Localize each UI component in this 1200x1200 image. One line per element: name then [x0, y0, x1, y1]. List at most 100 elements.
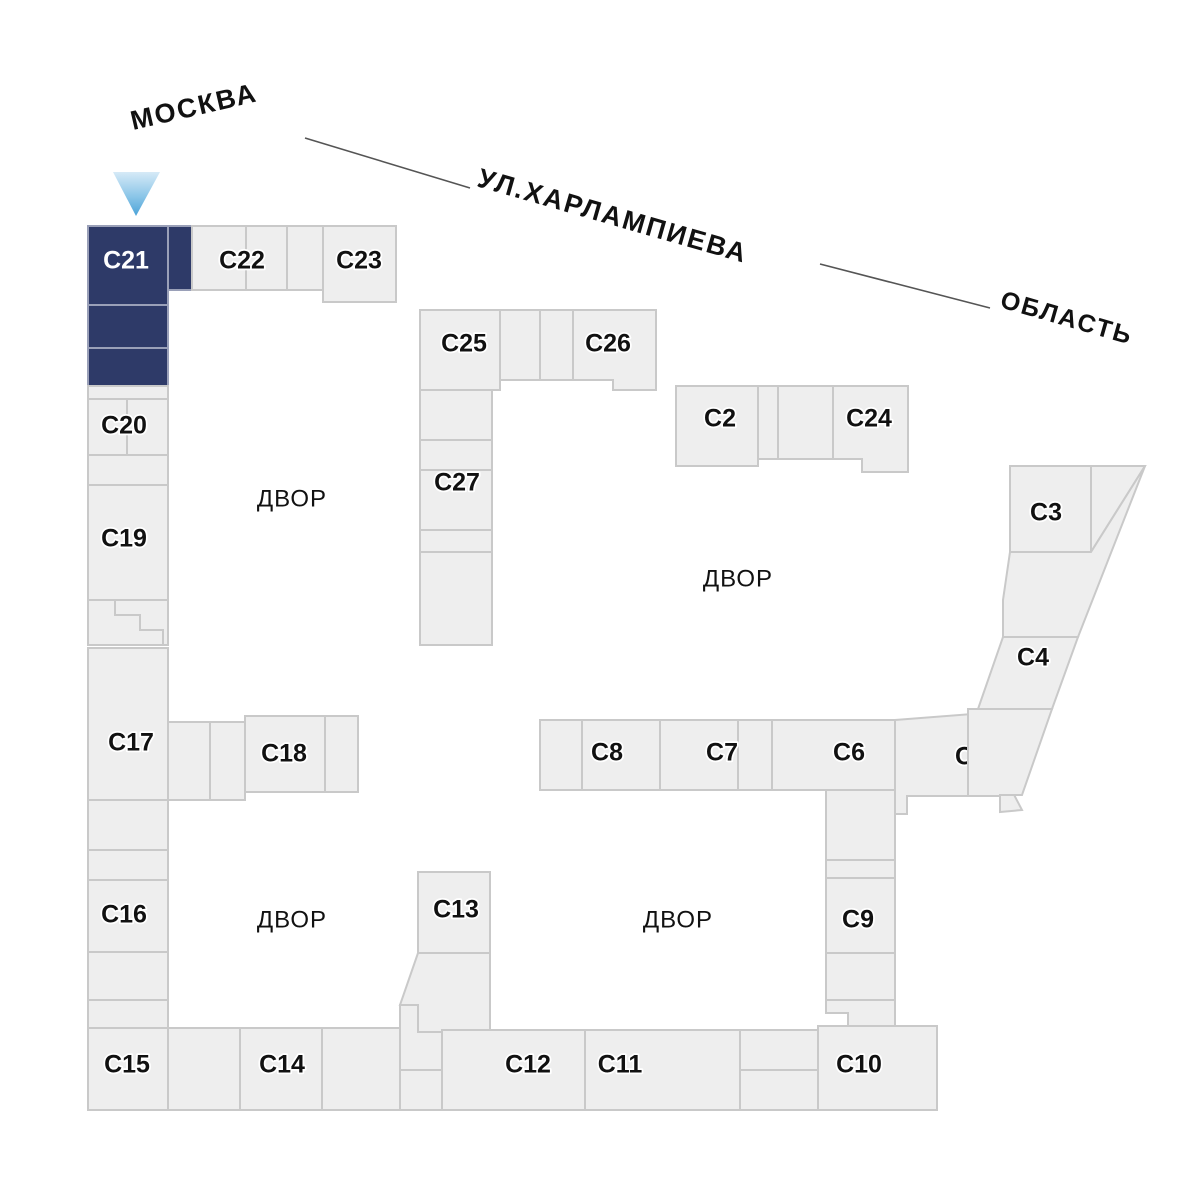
block-label-C22: C22 [219, 247, 265, 275]
block-label-C24: C25 [441, 330, 487, 358]
block-group-C13[interactable]: C13 [398, 871, 491, 1071]
block-group-C25[interactable]: C26 [539, 309, 657, 391]
block-group-C16[interactable]: C16 [87, 849, 169, 1029]
block-C26-gap[interactable] [419, 439, 493, 471]
block-C27-gap[interactable] [419, 529, 493, 553]
block-C2-main[interactable] [832, 385, 909, 473]
street-leader-line [304, 137, 471, 189]
block-label-C4: C4 [1017, 644, 1049, 672]
block-group-C8[interactable]: C8 [539, 719, 661, 791]
block-label-C7: C7 [706, 739, 738, 767]
block-C10-main[interactable] [817, 1025, 938, 1111]
block-group-C18[interactable]: C18 [244, 715, 359, 793]
block-label-C10: C10 [836, 1051, 882, 1079]
block-group-C5-wedge[interactable] [967, 708, 1054, 797]
block-group-C14[interactable]: C14 [239, 1027, 401, 1111]
block-label-C19: C19 [101, 525, 147, 553]
block-C21-lower-a[interactable] [87, 304, 169, 349]
block-C9-gap[interactable] [825, 859, 896, 879]
block-C17-south[interactable] [87, 799, 169, 851]
block-C21-lower-b[interactable] [87, 347, 169, 387]
block-C17-east-link[interactable] [167, 721, 211, 801]
block-C5-wedge[interactable] [967, 708, 1054, 797]
block-label-C18: C18 [261, 740, 307, 768]
block-group-C27[interactable] [419, 529, 493, 646]
block-group-C10[interactable]: C10 [817, 1025, 938, 1111]
block-C1-main[interactable] [675, 385, 759, 467]
block-group-C9[interactable]: C9 [825, 789, 896, 1027]
block-label-C6: C6 [833, 739, 865, 767]
block-label-C20: C20 [101, 412, 147, 440]
street-leader-line-2 [819, 263, 991, 309]
block-group-C26[interactable]: C27 [419, 389, 493, 531]
block-C12-west[interactable] [399, 1069, 443, 1111]
block-C25-west[interactable] [539, 309, 574, 381]
block-label-C1: C2 [704, 405, 736, 433]
block-group-C6[interactable]: C6 [771, 719, 896, 791]
selected-block-pointer [113, 172, 160, 216]
block-C22-c[interactable] [286, 225, 324, 291]
block-C14-east[interactable] [321, 1027, 401, 1111]
block-C21-east-wing[interactable] [167, 225, 193, 291]
courtyard-label-ne: ДВОР [703, 565, 773, 592]
courtyard-label-se: ДВОР [643, 906, 713, 933]
block-label-C9: C9 [842, 906, 874, 934]
courtyard-label-sw: ДВОР [257, 906, 327, 933]
block-label-C3: C3 [1030, 499, 1062, 527]
block-group-C21[interactable]: C21 [87, 225, 193, 387]
block-group-C7[interactable]: C7 [659, 719, 773, 791]
block-label-C16: C16 [101, 901, 147, 929]
block-C15-east[interactable] [167, 1027, 241, 1111]
block-C16-c[interactable] [87, 999, 169, 1029]
block-label-C25: C26 [585, 330, 631, 358]
block-group-C11[interactable]: C11 [584, 1029, 819, 1111]
block-C9-top[interactable] [825, 789, 896, 861]
block-C19-step-east[interactable] [114, 599, 169, 646]
block-group-C22[interactable]: C22 [191, 225, 324, 291]
block-group-C1[interactable]: C2 [675, 385, 779, 467]
block-C17-east-link2[interactable] [209, 721, 246, 801]
block-group-C3[interactable]: C3 [1002, 465, 1147, 638]
block-C8-west[interactable] [539, 719, 583, 791]
block-C25-main[interactable] [572, 309, 657, 391]
block-label-C12: C12 [505, 1051, 551, 1079]
direction-label-oblast: ОБЛАСТЬ [997, 286, 1136, 351]
block-C20-upper[interactable] [87, 385, 169, 400]
block-C9-lower-b[interactable] [825, 999, 896, 1027]
block-C18-east[interactable] [324, 715, 359, 793]
block-C17-main[interactable] [87, 647, 169, 801]
block-group-C23[interactable]: C23 [322, 225, 397, 303]
block-C1-east-a[interactable] [757, 385, 779, 460]
block-group-C4[interactable]: C4 [976, 636, 1080, 710]
block-C27-main[interactable] [419, 551, 493, 646]
block-group-C15[interactable]: C15 [87, 1027, 241, 1111]
block-label-C15: C15 [104, 1051, 150, 1079]
block-C9-lower-a[interactable] [825, 952, 896, 1001]
block-label-C21: C21 [103, 247, 149, 275]
block-group-C17[interactable]: C17 [87, 647, 246, 851]
block-group-C20[interactable]: C20 [87, 385, 169, 486]
block-C11-east-b[interactable] [739, 1069, 819, 1111]
block-C23-main[interactable] [322, 225, 397, 303]
block-label-C13: C13 [433, 896, 479, 924]
block-C6-main[interactable] [771, 719, 896, 791]
block-C24-main[interactable] [419, 309, 501, 391]
block-label-C2: C24 [846, 405, 892, 433]
block-C16-a[interactable] [87, 849, 169, 881]
block-C16-b[interactable] [87, 951, 169, 1001]
block-C26-upper[interactable] [419, 389, 493, 441]
block-C24-east[interactable] [499, 309, 541, 381]
block-label-C8: C8 [591, 739, 623, 767]
block-label-C14: C14 [259, 1051, 305, 1079]
block-C7-east[interactable] [737, 719, 773, 791]
block-group-C24[interactable]: C25 [419, 309, 541, 391]
block-label-C23: C23 [336, 247, 382, 275]
block-C2-mid[interactable] [777, 385, 834, 460]
direction-label-moscow: МОСКВА [128, 78, 261, 136]
block-group-C19[interactable]: C19 [87, 484, 169, 646]
block-C20-lower[interactable] [87, 454, 169, 486]
block-group-C2[interactable]: C24 [777, 385, 909, 473]
block-label-C17: C17 [108, 729, 154, 757]
block-C11-east-a[interactable] [739, 1029, 819, 1071]
